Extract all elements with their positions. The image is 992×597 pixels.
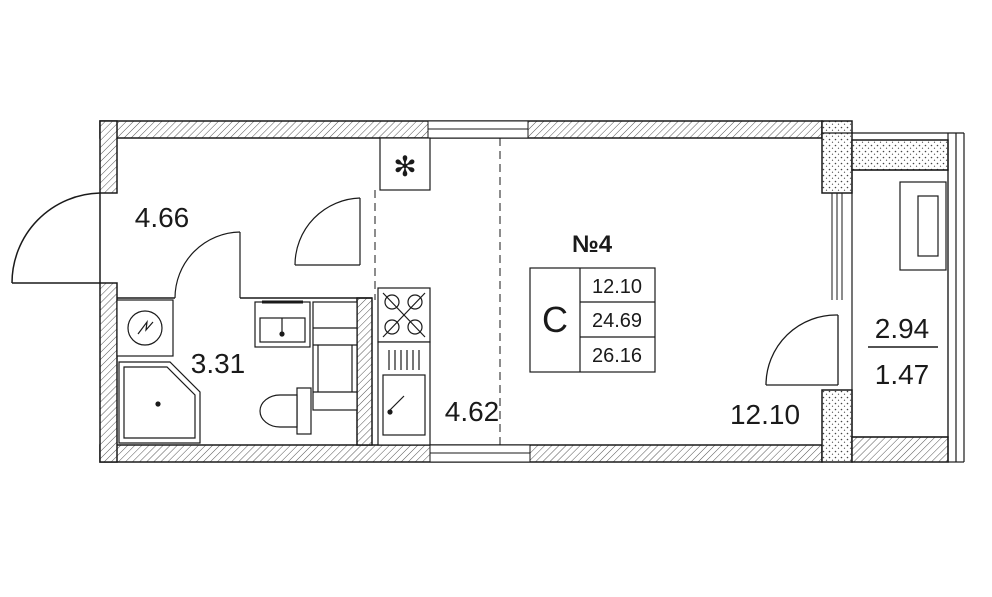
- room-area-hall: 4.66: [135, 202, 190, 233]
- balcony-wall-top: [851, 139, 949, 171]
- washing-machine: [116, 299, 174, 357]
- balcony-cabinet: [899, 181, 947, 271]
- snowflake-icon: ✻: [393, 151, 416, 182]
- room-area-kitchen: 4.62: [445, 396, 500, 427]
- wall-right-upper: [821, 120, 853, 194]
- kitchen-sink: [377, 341, 431, 446]
- wall-left-upper: [99, 120, 118, 194]
- total-area-value: 24.69: [592, 310, 642, 332]
- shower-tray: [118, 361, 201, 444]
- balcony: [822, 132, 965, 463]
- room-area-balcony-reduced: 1.47: [875, 359, 930, 390]
- stove: [377, 287, 431, 343]
- wall-bath-kitchen: [356, 297, 373, 446]
- kitchen-door: [294, 197, 361, 266]
- entrance-door: [11, 192, 101, 284]
- fridge: ✻: [379, 137, 431, 191]
- balcony-door: [765, 314, 839, 386]
- room-area-bathroom: 3.31: [191, 348, 246, 379]
- bathroom-door: [174, 231, 241, 299]
- wall-right-lower: [821, 389, 853, 463]
- toilet: [259, 387, 312, 435]
- apartment-type-code: С: [542, 299, 568, 340]
- balcony-wall-bottom: [851, 436, 949, 463]
- window-living: [831, 193, 843, 300]
- room-area-living: 12.10: [730, 399, 800, 430]
- room-area-balcony-full: 2.94: [875, 313, 930, 344]
- area-table: [529, 267, 656, 373]
- balcony-cabinet-inner: [917, 195, 939, 257]
- bathroom-sink: [254, 300, 311, 348]
- apartment-number: №4: [572, 231, 613, 258]
- wall-left-lower: [99, 282, 118, 463]
- shelving-unit: [312, 301, 358, 411]
- total-area-with-balcony-value: 26.16: [592, 345, 642, 367]
- living-area-value: 12.10: [592, 276, 642, 298]
- outer-walls: [99, 120, 949, 463]
